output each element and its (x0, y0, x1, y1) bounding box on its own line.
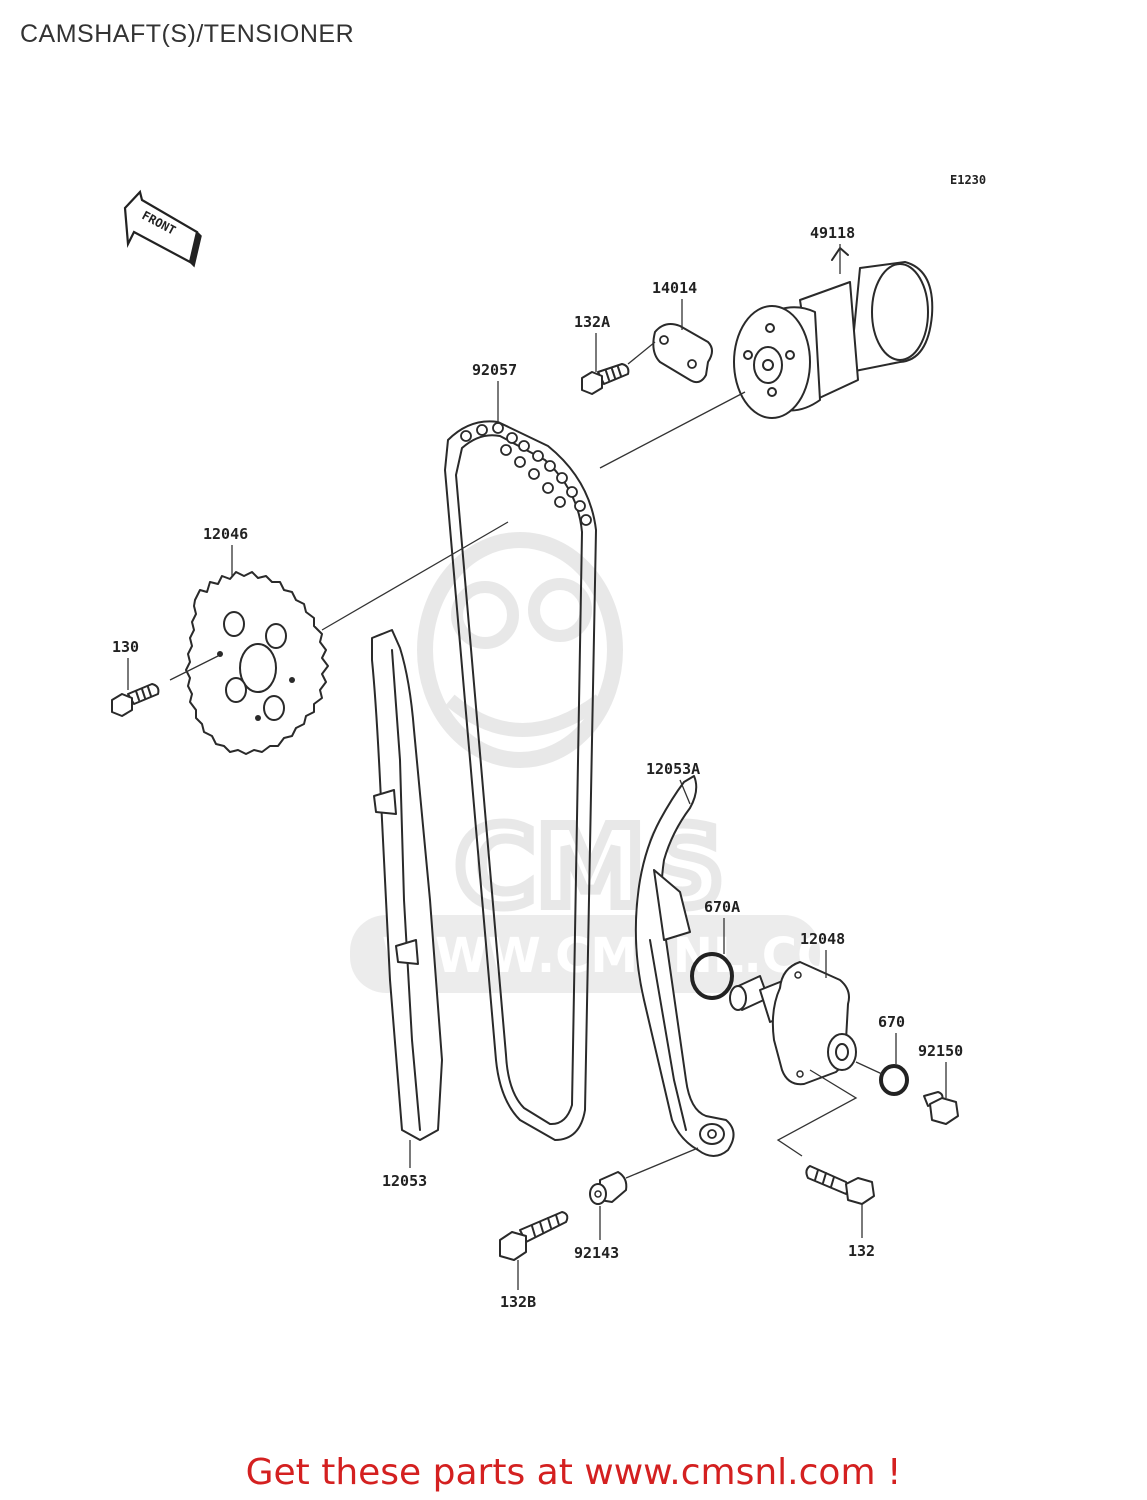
chain-guide-12053 (371, 629, 443, 1141)
bolt-132A (581, 363, 630, 395)
part-label-132B: 132B (500, 1293, 536, 1311)
collar-92143 (589, 1171, 628, 1205)
part-label-49118: 49118 (810, 224, 855, 242)
part-label-92150: 92150 (918, 1042, 963, 1060)
bolt-92150 (923, 1091, 959, 1125)
part-label-12053A: 12053A (646, 760, 700, 778)
chain-links (460, 422, 592, 526)
bolt-132B (499, 1211, 569, 1261)
cam-sprocket-12046 (185, 571, 329, 755)
part-label-92057: 92057 (472, 361, 517, 379)
front-arrow-icon: FRONT (123, 189, 202, 268)
part-label-670: 670 (878, 1013, 905, 1031)
footer-link[interactable]: Get these parts at www.cmsnl.com ! (245, 1452, 902, 1493)
camshaft-49118 (733, 247, 934, 419)
chain-guide-12053A (634, 775, 735, 1157)
part-label-132A: 132A (574, 313, 610, 331)
part-label-130: 130 (112, 638, 139, 656)
part-label-12046: 12046 (203, 525, 248, 543)
part-label-132: 132 (848, 1242, 875, 1260)
part-label-12053: 12053 (382, 1172, 427, 1190)
o-ring-670A (690, 952, 734, 1000)
tensioner-12048 (729, 961, 857, 1086)
plate-14014 (652, 323, 713, 384)
part-label-14014: 14014 (652, 279, 697, 297)
page-title: CAMSHAFT(S)/TENSIONER (20, 20, 355, 48)
o-ring-670 (879, 1064, 909, 1096)
diagram-code: E1230 (950, 173, 986, 187)
bolt-130 (111, 683, 160, 717)
cam-chain-92057 (444, 420, 597, 1141)
part-label-92143: 92143 (574, 1244, 619, 1262)
part-label-12048: 12048 (800, 930, 845, 948)
bolt-132 (805, 1165, 875, 1205)
part-label-670A: 670A (704, 898, 740, 916)
